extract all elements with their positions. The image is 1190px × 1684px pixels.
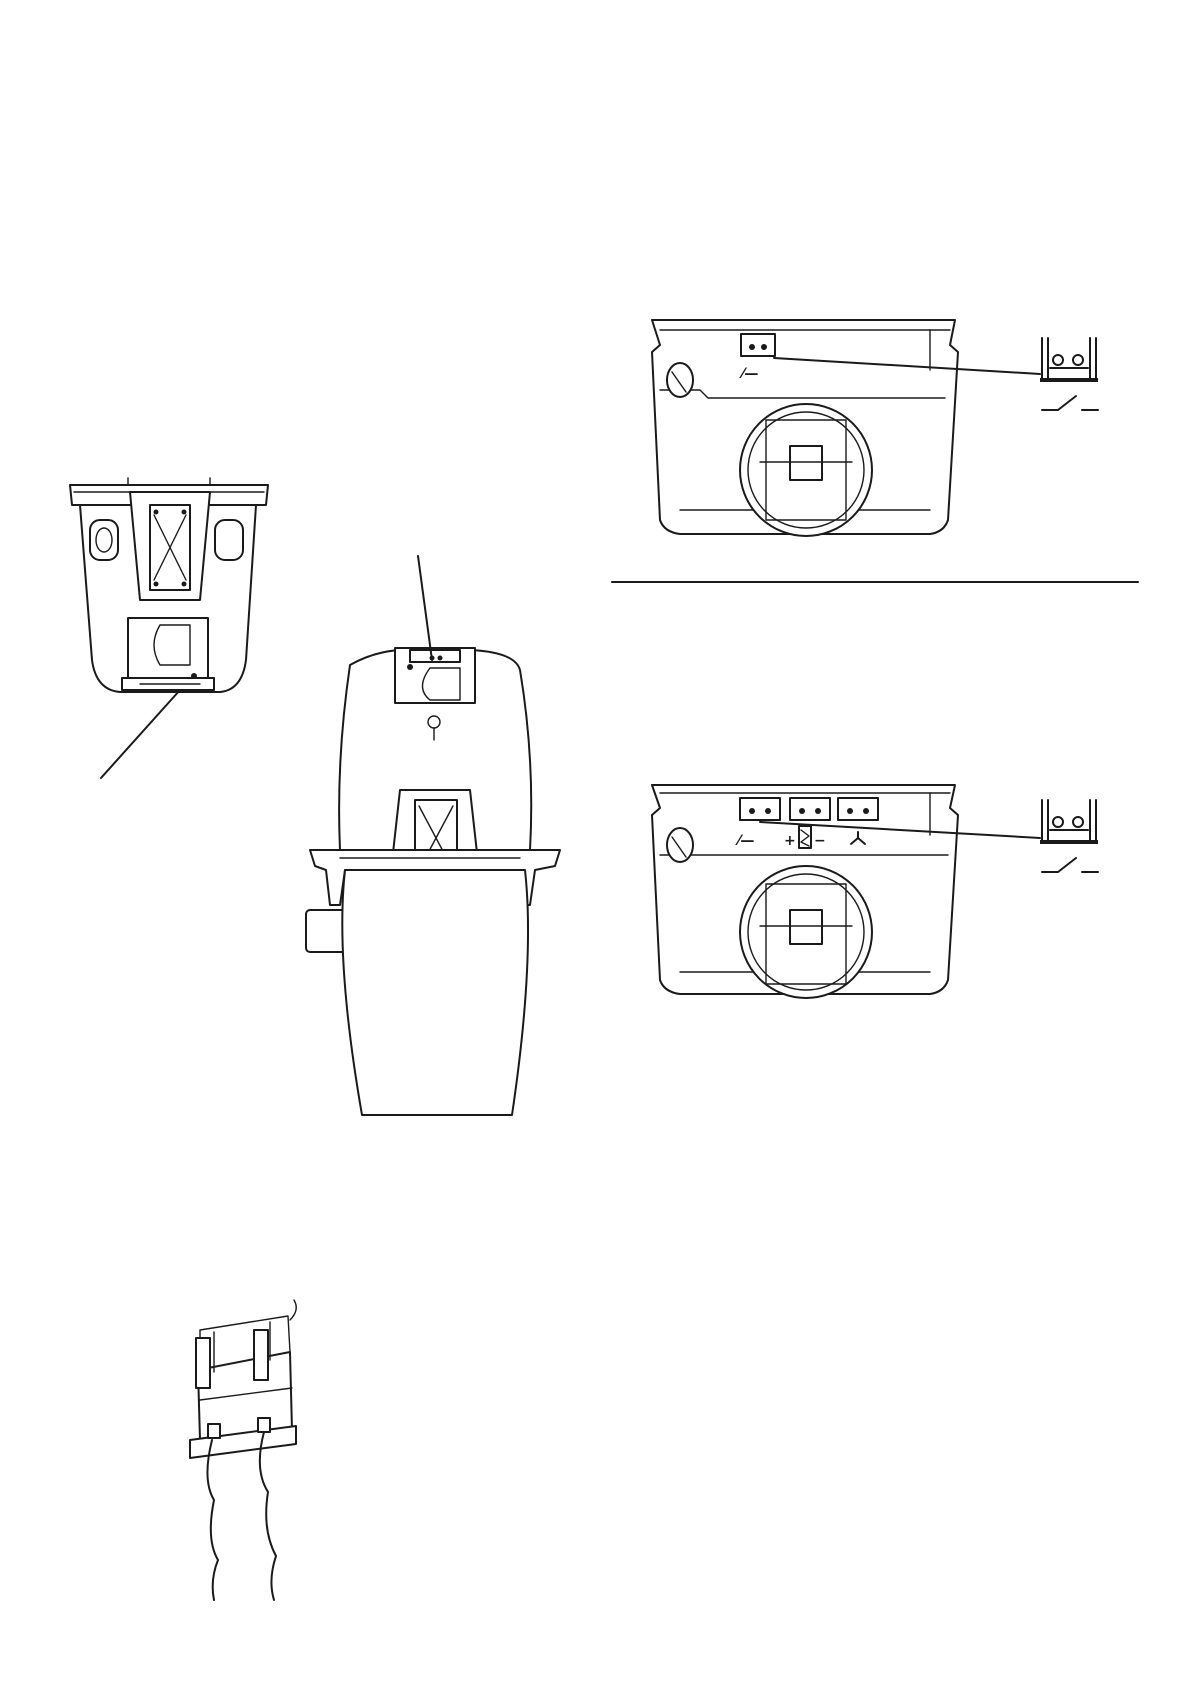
switch-symbol: ⁄—	[739, 366, 758, 382]
unit-side-view-tall	[306, 648, 560, 1115]
minus-symbol: −	[814, 833, 826, 849]
leader-line	[101, 690, 180, 778]
terminal-panel-triple: ⁄— + −	[652, 785, 958, 998]
connector-closeup	[190, 1300, 296, 1600]
leader-line	[418, 556, 432, 660]
terminal-callout-single	[1040, 338, 1098, 410]
switch-symbol: ⁄—	[735, 833, 754, 849]
unit-rear-view-small	[70, 478, 268, 692]
terminal-panel-single: ⁄—	[652, 320, 958, 536]
terminal-callout-triple	[1040, 800, 1098, 872]
plus-symbol: +	[784, 833, 796, 849]
